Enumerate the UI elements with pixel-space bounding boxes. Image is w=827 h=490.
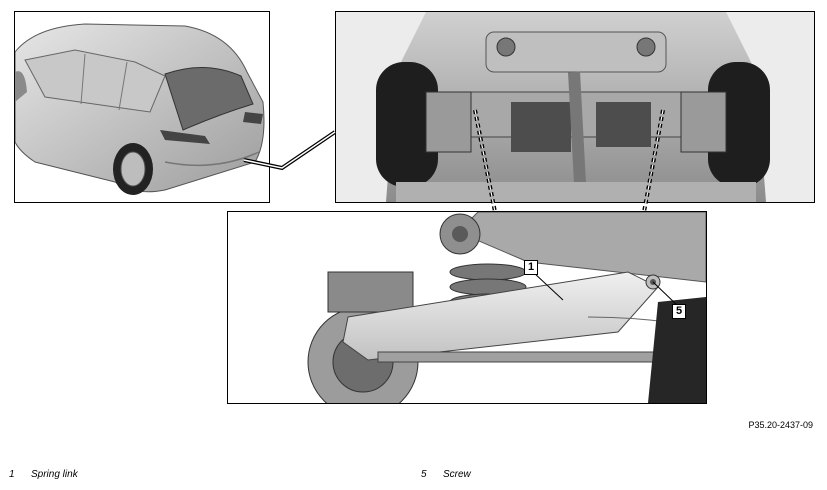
underbody-illustration	[336, 12, 814, 202]
legend-label: Spring link	[31, 469, 78, 480]
figure-code: P35.20-2437-09	[748, 420, 813, 430]
callout-1: 1	[524, 260, 539, 275]
legend-label: Screw	[443, 469, 471, 480]
legend-number: 1	[9, 469, 15, 480]
car-overview-panel	[14, 11, 270, 203]
legend-number: 5	[421, 469, 427, 480]
spring-link-detail-panel: 1 5	[227, 211, 707, 404]
car-rear-view-illustration	[15, 23, 265, 195]
legend-item-spring-link: 1 Spring link	[9, 469, 78, 480]
underbody-panel	[335, 11, 815, 203]
callout-5: 5	[672, 304, 687, 319]
spring-link-detail-illustration	[228, 212, 706, 403]
legend-item-screw: 5 Screw	[421, 469, 471, 480]
